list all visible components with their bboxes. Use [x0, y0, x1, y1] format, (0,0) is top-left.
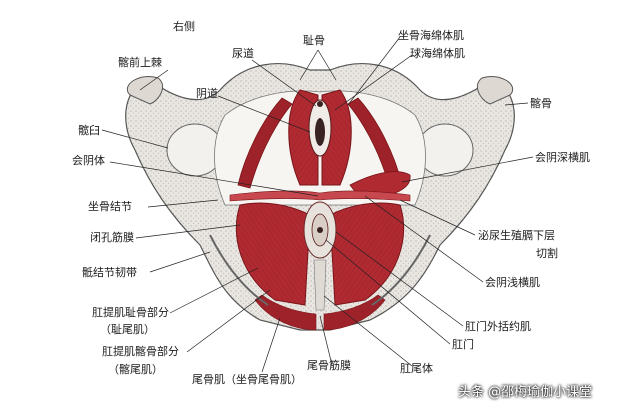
- levator-ani: [235, 201, 405, 331]
- urogenital-muscles: [229, 89, 411, 202]
- label-right-side: 右侧: [173, 20, 195, 33]
- label-coccygeus: 尾骨肌（坐骨尾骨肌）: [192, 373, 302, 386]
- label-perineal-body: 会阴体: [72, 154, 105, 167]
- watermark: 头条 @邵梅瑜伽小课堂: [458, 385, 593, 400]
- label-external-sphincter: 肛门外括约肌: [465, 320, 531, 333]
- label-obturator-fascia: 闭孔筋膜: [90, 231, 134, 244]
- label-coccygeal-fascia: 尾骨筋膜: [307, 359, 351, 372]
- label-pubococcygeus-sub: （耻尾肌）: [100, 323, 155, 336]
- label-deep-transverse: 会阴深横肌: [535, 151, 590, 164]
- label-acetabulum: 髋臼: [78, 124, 100, 137]
- label-ischiocavernosus: 坐骨海绵体肌: [398, 29, 464, 42]
- label-superficial-transverse: 会阴浅横肌: [485, 276, 540, 289]
- label-ilium: 髂骨: [530, 97, 552, 110]
- label-asis: 髂前上棘: [118, 56, 162, 69]
- label-urogenital-diaphragm: 泌尿生殖膈下层: [478, 229, 555, 242]
- label-vagina: 阴道: [196, 87, 218, 100]
- label-bulbospongiosus: 球海绵体肌: [410, 47, 465, 60]
- sacrotuberous-ligament-line-right: [371, 234, 431, 306]
- sacrotuberous-ligament-line: [209, 234, 269, 306]
- label-coccyx: 肛尾体: [400, 362, 433, 375]
- label-urethra: 尿道: [232, 47, 254, 60]
- label-anus: 肛门: [452, 338, 474, 351]
- label-pubococcygeus: 肛提肌耻骨部分: [92, 306, 169, 319]
- leader-lines: [101, 36, 534, 373]
- label-pubis: 耻骨: [303, 34, 325, 47]
- label-sacrotuberous: 骶结节韧带: [82, 266, 137, 279]
- label-cut: 切割: [536, 247, 558, 260]
- label-iliococcygeus-sub: （髂尾肌）: [108, 363, 163, 376]
- label-ischial-tuberosity: 坐骨结节: [88, 200, 132, 213]
- label-iliococcygeus: 肛提肌髂骨部分: [102, 345, 179, 358]
